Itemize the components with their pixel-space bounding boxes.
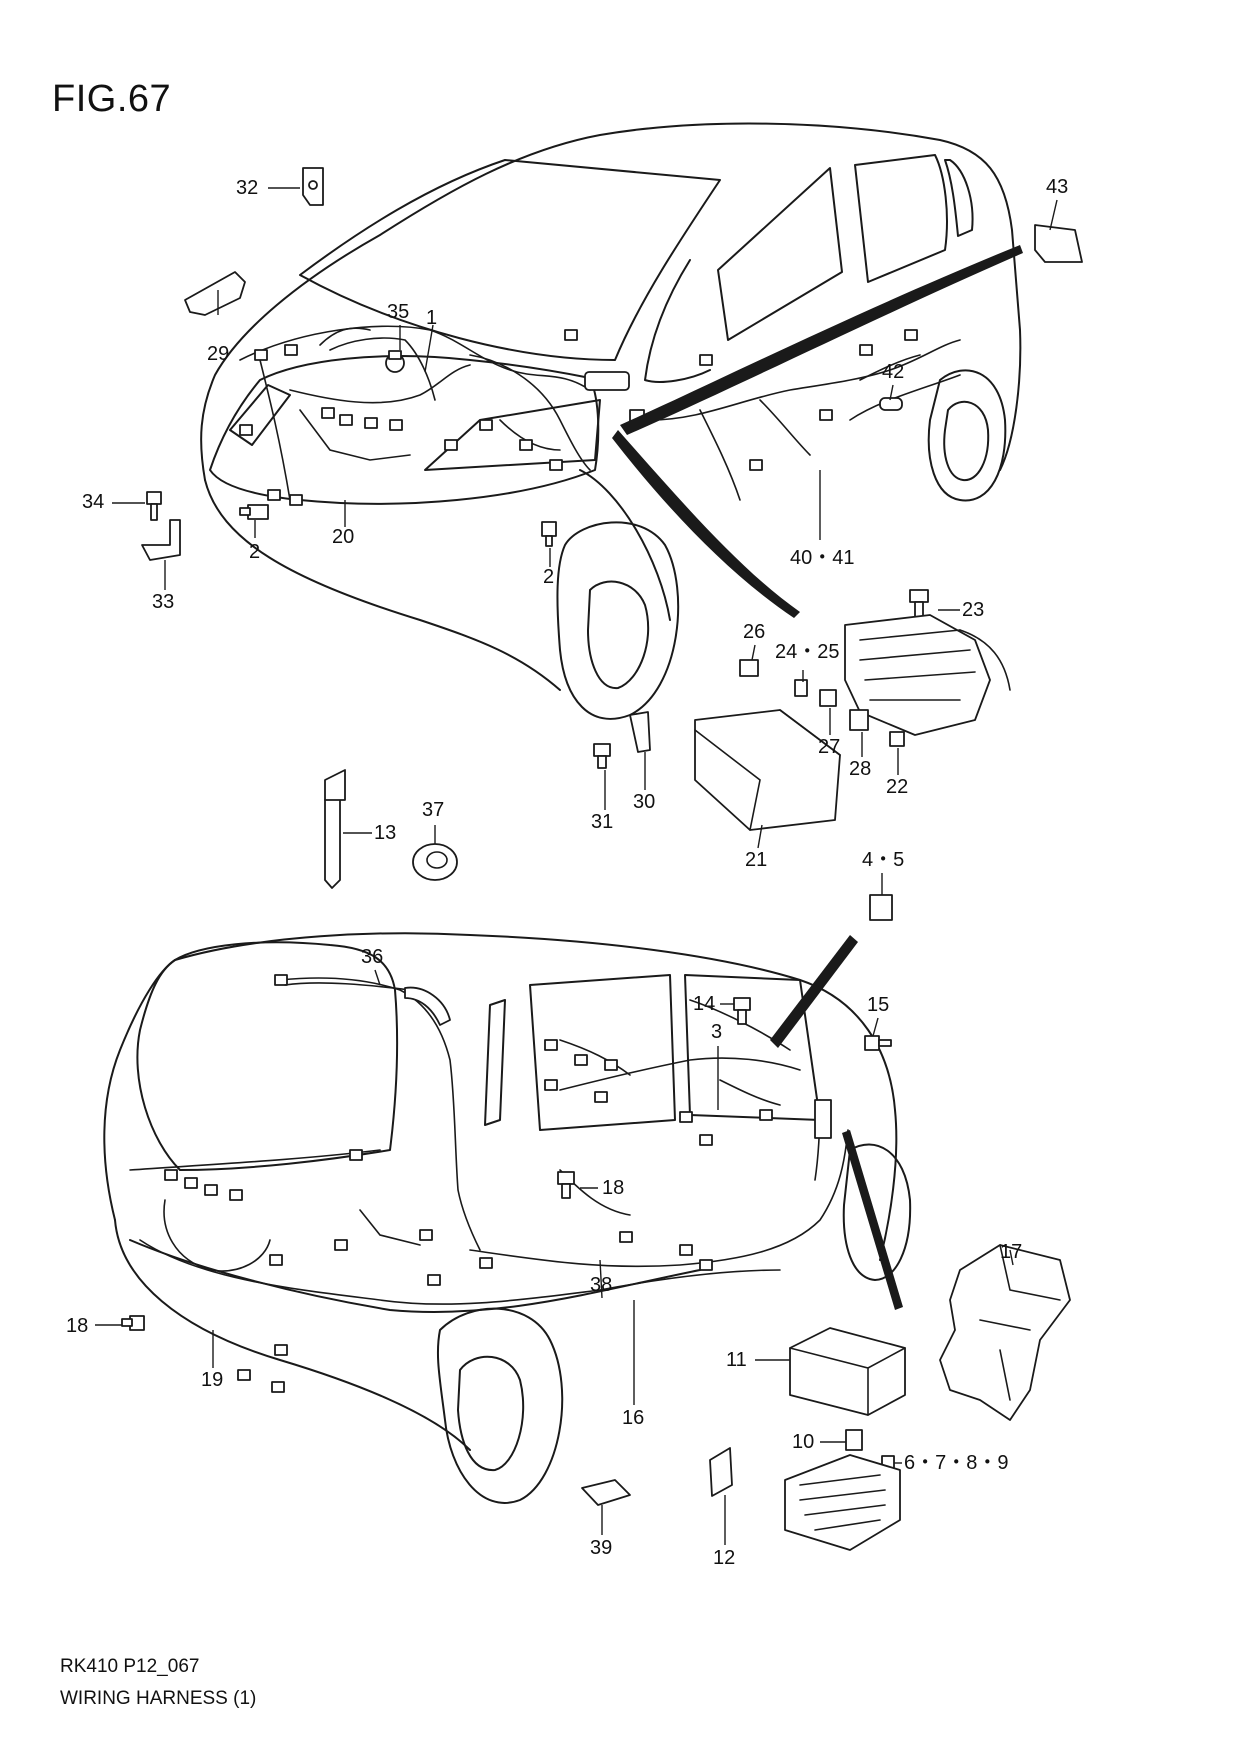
part-33-bracket bbox=[141, 519, 181, 561]
part-35-grommet bbox=[385, 350, 405, 373]
part-26-relay bbox=[739, 659, 759, 677]
part-29-bracket bbox=[184, 271, 246, 316]
callout-36: 36 bbox=[361, 946, 384, 968]
part-2-bolt-right bbox=[541, 521, 557, 547]
callout-22: 22 bbox=[886, 776, 909, 798]
part-34-bolt bbox=[146, 491, 162, 521]
rear-vehicle-outline bbox=[103, 932, 912, 1504]
part-24-25-fuse bbox=[794, 679, 808, 697]
leader-band-rear-fuse bbox=[842, 1130, 903, 1310]
part-11-cover bbox=[789, 1327, 906, 1416]
part-21-cover bbox=[694, 709, 841, 831]
callout-27: 27 bbox=[818, 736, 841, 758]
part-32-clip bbox=[302, 167, 324, 206]
callout-15: 15 bbox=[867, 994, 890, 1016]
part-43-connector bbox=[1034, 224, 1083, 263]
callout-40-41: 40・41 bbox=[790, 547, 855, 569]
part-27-relay bbox=[819, 689, 837, 707]
callout-33: 33 bbox=[152, 591, 175, 613]
callout-19: 19 bbox=[201, 1369, 224, 1391]
part-2-bolt-left bbox=[239, 504, 269, 520]
part-31-bolt bbox=[593, 743, 611, 769]
callout-4-5: 4・5 bbox=[862, 849, 905, 871]
callout-32: 32 bbox=[236, 177, 259, 199]
callout-34: 34 bbox=[82, 491, 105, 513]
callout-29: 29 bbox=[207, 343, 230, 365]
part-23-bolt bbox=[909, 589, 929, 619]
callout-20: 20 bbox=[332, 526, 355, 548]
part-12-cover bbox=[709, 1447, 733, 1497]
callout-37: 37 bbox=[422, 799, 445, 821]
callout-12: 12 bbox=[713, 1547, 736, 1569]
part-10-fuse bbox=[845, 1429, 863, 1451]
callout-24-25: 24・25 bbox=[775, 641, 840, 663]
part-18-bolt-lower bbox=[121, 1315, 145, 1331]
callout-10: 10 bbox=[792, 1431, 815, 1453]
part-15-bolt bbox=[864, 1035, 892, 1051]
callout-1: 1 bbox=[426, 307, 438, 329]
rear-harness-wires bbox=[129, 977, 849, 1305]
callout-16: 16 bbox=[622, 1407, 645, 1429]
callout-42: 42 bbox=[882, 361, 905, 383]
callout-14: 14 bbox=[693, 993, 716, 1015]
leader-band-fuse-box bbox=[612, 430, 800, 618]
callout-39: 39 bbox=[590, 1537, 613, 1559]
callout-28: 28 bbox=[849, 758, 872, 780]
callout-6-7-8-9: 6・7・8・9 bbox=[904, 1452, 1009, 1474]
callout-18-lower: 18 bbox=[66, 1315, 89, 1337]
callout-18-upper: 18 bbox=[602, 1177, 625, 1199]
callout-30: 30 bbox=[633, 791, 656, 813]
front-connectors bbox=[239, 329, 918, 506]
callout-21: 21 bbox=[745, 849, 768, 871]
callout-11: 11 bbox=[726, 1349, 747, 1371]
callout-35: 35 bbox=[387, 301, 410, 323]
callout-2-right: 2 bbox=[543, 566, 555, 588]
figure-title: FIG.67 bbox=[52, 78, 172, 120]
part-36-wire bbox=[284, 982, 451, 1026]
callout-38: 38 bbox=[590, 1274, 613, 1296]
callout-17: 17 bbox=[1000, 1241, 1023, 1263]
leader-band-relay bbox=[770, 935, 858, 1048]
callout-43: 43 bbox=[1046, 176, 1069, 198]
part-37-grommet bbox=[412, 843, 458, 881]
part-4-5-relay bbox=[869, 894, 893, 921]
part-39-pad bbox=[581, 1479, 631, 1506]
callout-3: 3 bbox=[711, 1021, 723, 1043]
part-28-holder bbox=[849, 709, 869, 731]
fuse-box-lower bbox=[784, 1454, 901, 1551]
callout-13: 13 bbox=[374, 822, 397, 844]
callout-26: 26 bbox=[743, 621, 766, 643]
part-30-bracket bbox=[629, 711, 651, 753]
part-22-clip bbox=[889, 731, 905, 747]
junction-block-upper bbox=[844, 614, 1011, 736]
leader-lines bbox=[95, 187, 1058, 1545]
front-harness-wires bbox=[239, 325, 961, 501]
figure-name: WIRING HARNESS (1) bbox=[60, 1688, 257, 1709]
callout-31: 31 bbox=[591, 811, 614, 833]
part-42-sensor bbox=[849, 374, 961, 421]
part-13-tie bbox=[324, 769, 346, 889]
part-14-bolt bbox=[733, 997, 751, 1025]
leader-band-40-41 bbox=[620, 245, 1023, 435]
part-18-bolt-upper bbox=[557, 1171, 575, 1199]
part-17-bracket bbox=[939, 1244, 1071, 1421]
figure-code: RK410 P12_067 bbox=[60, 1656, 200, 1677]
callout-2-left: 2 bbox=[249, 541, 261, 563]
rear-connectors bbox=[164, 974, 832, 1393]
callout-23: 23 bbox=[962, 599, 985, 621]
